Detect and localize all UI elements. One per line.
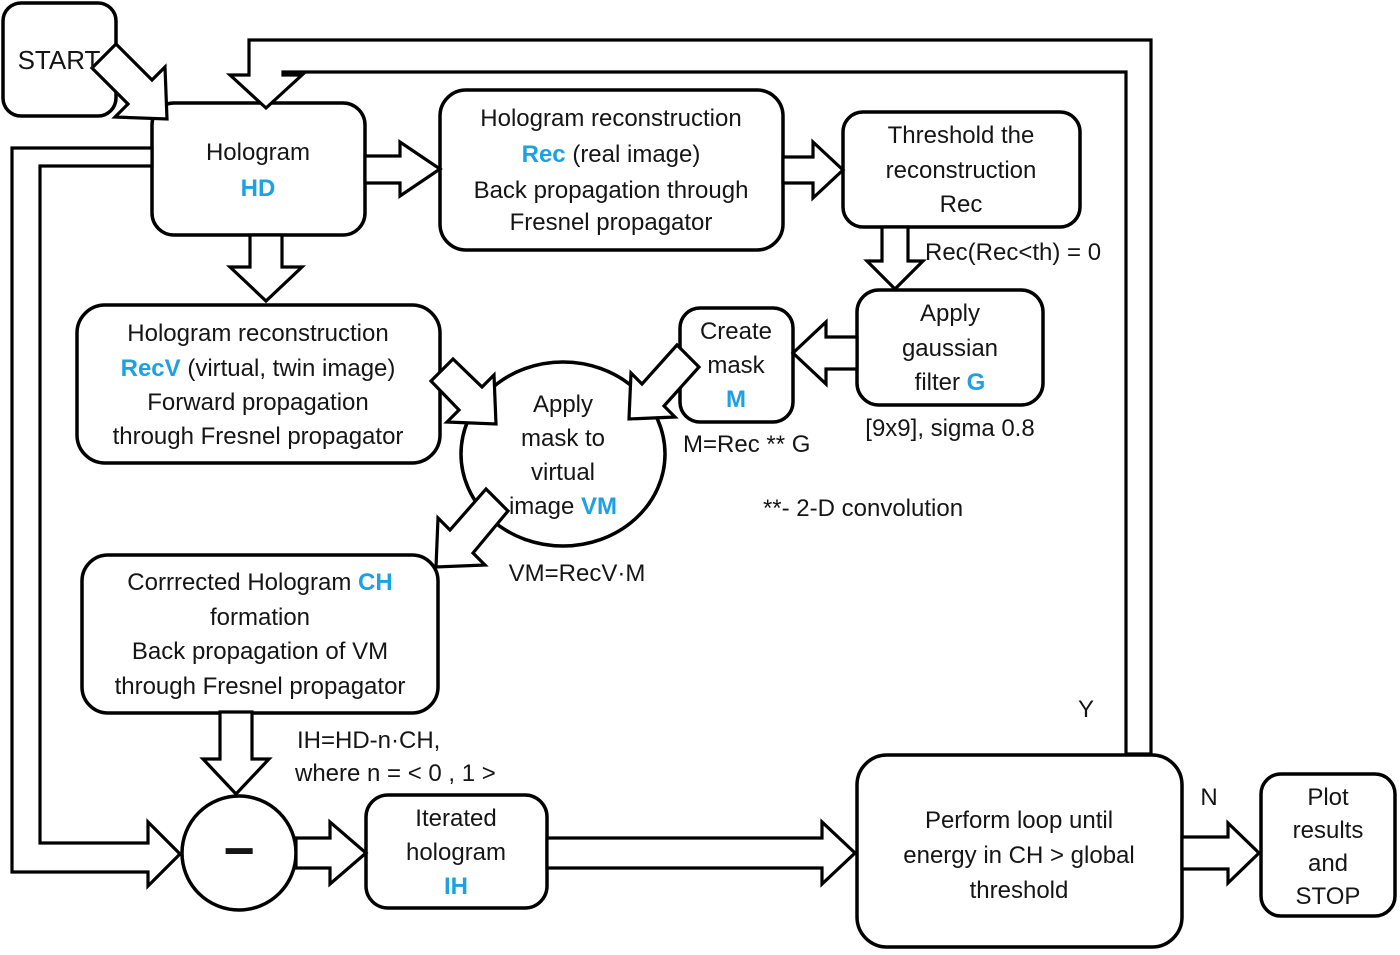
recv-node-line4: through Fresnel propagator — [113, 423, 404, 450]
plot-stop-node — [1259, 772, 1397, 918]
label-convolution-note: **- 2-D convolution — [763, 495, 963, 522]
plot-node-line3: and — [1308, 850, 1348, 877]
mask-node-line2: mask — [707, 352, 765, 379]
plot-node-line4: STOP — [1296, 883, 1361, 910]
applymask-node-line4: image VM — [509, 493, 617, 520]
arrow-feedback-hd-to-subtract — [10, 146, 183, 890]
threshold-node-line2: reconstruction — [886, 157, 1037, 184]
mask-node-code: M — [726, 386, 746, 413]
applymask-node-line3: virtual — [531, 459, 595, 486]
arrow-subtract-to-iterated — [294, 818, 369, 888]
label-threshold-formula: Rec(Rec<th) = 0 — [925, 239, 1101, 266]
arrow-hologram-to-recv — [225, 233, 307, 304]
corrected-node-line3: Back propagation of VM — [132, 638, 388, 665]
plot-node-line1: Plot — [1307, 784, 1349, 811]
gaussian-node-line2: gaussian — [902, 335, 998, 362]
iterated-node-line1: Iterated — [415, 805, 496, 832]
start-node-label: START — [18, 45, 101, 75]
arrow-threshold-to-gaussian — [863, 225, 927, 292]
loop-node-line1: Perform loop until — [925, 807, 1113, 834]
plot-node-line2: results — [1293, 817, 1364, 844]
hologram-hd-node — [150, 101, 367, 237]
recv-node-line1: Hologram reconstruction — [127, 320, 388, 347]
corrected-node-line1: Corrrected Hologram CH — [127, 569, 392, 596]
applymask-node-line1: Apply — [533, 391, 593, 418]
loop-node-line3: threshold — [970, 877, 1069, 904]
corrected-ch-node — [80, 553, 440, 715]
arrow-gaussian-to-mask — [790, 318, 859, 388]
arrow-applymask-to-corrected — [434, 486, 511, 569]
rec-node-line4: Fresnel propagator — [510, 209, 713, 236]
recv-node-line2: RecV (virtual, twin image) — [121, 355, 396, 382]
gaussian-node-line1: Apply — [920, 300, 980, 327]
label-mask-formula: M=Rec ** G — [683, 431, 810, 458]
iterated-node-code: IH — [444, 873, 468, 900]
rec-node-line1: Hologram reconstruction — [480, 105, 741, 132]
arrow-rec-to-threshold — [781, 138, 846, 202]
label-gaussian-params: [9x9], sigma 0.8 — [865, 415, 1034, 442]
label-ih-formula-1: IH=HD-n·CH, — [297, 727, 440, 754]
threshold-node-line3: Rec — [940, 191, 983, 218]
mask-node-line1: Create — [700, 318, 772, 345]
arrow-hologram-to-rec — [363, 138, 443, 200]
corrected-node-line4: through Fresnel propagator — [115, 673, 406, 700]
threshold-node-line1: Threshold the — [888, 122, 1035, 149]
label-ih-formula-2: where n = < 0 , 1 > — [294, 760, 496, 787]
arrow-loop-to-plot — [1180, 819, 1262, 887]
subtract-node-symbol: − — [223, 821, 255, 881]
hologram-node-code: HD — [241, 175, 276, 202]
arrow-iterated-to-loop — [545, 818, 858, 888]
iterated-node-line2: hologram — [406, 839, 506, 866]
label-vm-formula: VM=RecV·M — [509, 560, 646, 587]
arrow-feedback-loop-to-hologram — [225, 38, 1153, 756]
applymask-node-line2: mask to — [521, 425, 605, 452]
rec-node-line2: Rec (real image) — [522, 141, 701, 168]
recv-node-line3: Forward propagation — [147, 389, 368, 416]
arrow-mask-to-applymask — [627, 342, 702, 421]
apply-mask-node — [459, 360, 667, 548]
arrow-corrected-to-subtract — [199, 710, 273, 797]
hologram-node-label: Hologram — [206, 139, 310, 166]
gaussian-node-line3: filter G — [915, 369, 986, 396]
rec-node-line3: Back propagation through — [474, 177, 749, 204]
corrected-node-line2: formation — [210, 604, 310, 631]
arrow-recv-to-applymask — [428, 356, 498, 426]
label-branch-no: N — [1200, 784, 1217, 811]
label-branch-yes: Y — [1078, 696, 1094, 723]
arrow-start-to-hologram — [89, 41, 169, 121]
loop-node-line2: energy in CH > global — [903, 842, 1134, 869]
